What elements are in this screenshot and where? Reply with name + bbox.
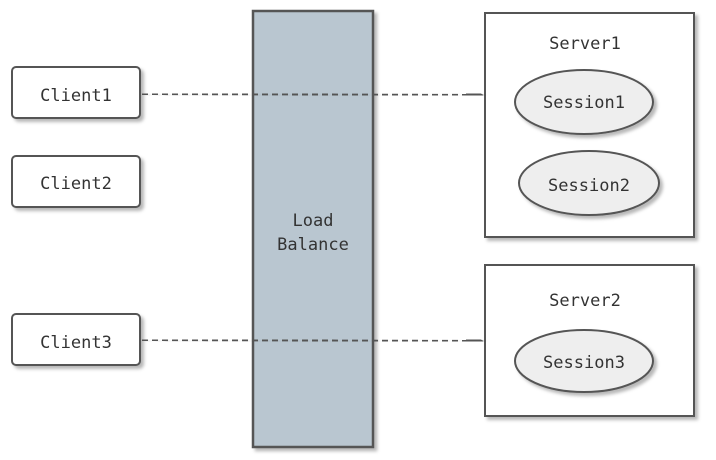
session-label: Session2 [548,176,630,196]
server-node-2: Server2 Session3 [484,264,695,417]
client-node-3: Client3 [11,313,141,366]
client-label: Client1 [40,86,112,106]
client-label: Client3 [40,333,112,353]
session-ellipse [514,69,654,135]
load-balancer-label-line2: Balance [277,235,349,255]
session-label: Session3 [543,353,625,373]
load-balancer-box [251,9,375,449]
connections [141,85,484,350]
session-label: Session1 [543,93,625,113]
client-box [11,313,141,366]
load-balancer: Load Balance [251,9,375,449]
server-node-1: Server1 Session1 Session2 [484,12,695,238]
session-node-1: Session1 [514,69,654,135]
session-ellipse [518,150,660,216]
client-box [11,155,141,208]
client-label: Client2 [40,174,112,194]
client-node-1: Client1 [11,66,141,119]
connection-arrow-client3-server2 [141,331,484,350]
server-label: Server2 [549,291,621,311]
session-node-2: Session2 [518,150,660,216]
connection-arrow-client1-server1 [141,85,484,104]
session-node-3: Session3 [514,329,654,393]
session-ellipse [514,329,654,393]
client-node-2: Client2 [11,155,141,208]
load-balancer-label-line1: Load [293,211,334,231]
server-label: Server1 [549,34,621,54]
client-box [11,66,141,119]
